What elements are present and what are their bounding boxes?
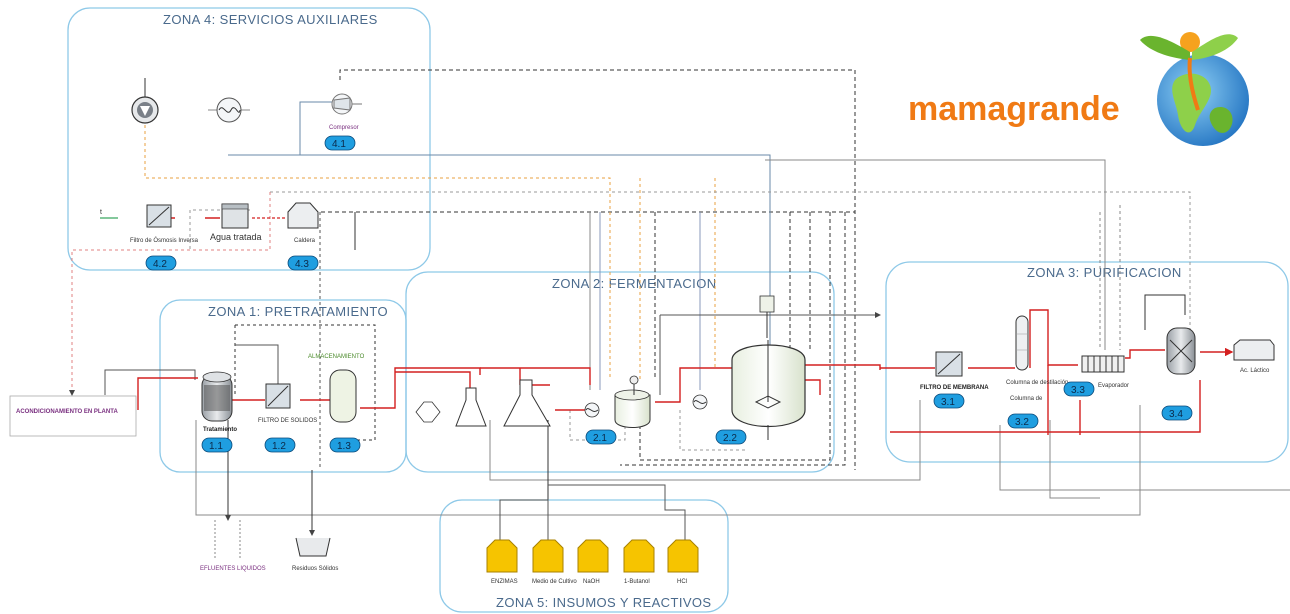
evaporador-label: Evaporador: [1098, 383, 1129, 389]
reactor-icon: [615, 376, 650, 428]
badge-3-2: 3.2: [1008, 414, 1038, 428]
flask-icon: [504, 380, 550, 426]
heat-exchanger-icon: [693, 395, 707, 409]
tank-icon: [330, 370, 356, 422]
tank-icon: [624, 540, 654, 572]
svg-text:2.1: 2.1: [593, 433, 607, 444]
residuos-label: Residuos Sólidos: [292, 566, 338, 572]
badge-2-1: 2.1: [586, 430, 616, 444]
badge-3-3: 3.3: [1064, 382, 1094, 396]
svg-text:1.3: 1.3: [337, 441, 351, 452]
zone-4-box: [68, 8, 430, 270]
filtro-membrana-label: FILTRO DE MEMBRANA: [920, 385, 989, 391]
svg-text:3.2: 3.2: [1015, 417, 1029, 428]
zone-5-title: ZONA 5: INSUMOS Y REACTIVOS: [496, 595, 711, 610]
filter-icon: [266, 384, 290, 408]
flask-icon: [456, 388, 486, 426]
column-icon: [1016, 316, 1028, 370]
columna-de-label: Columna de: [1010, 396, 1043, 402]
zone-1-title: ZONA 1: PRETRATAMIENTO: [208, 304, 388, 319]
acondicionamiento-label: ACONDICIONAMIENTO EN PLANTA: [16, 409, 118, 415]
tanks-zone-5: [487, 540, 698, 572]
tank-icon: [487, 540, 517, 572]
enzimas-label: ENZIMAS: [491, 579, 518, 585]
globe-logo-icon: [1140, 32, 1249, 146]
waste-container-icon: [296, 538, 330, 556]
heat-exchanger-icon: [208, 98, 250, 122]
filtro-solidos-label: FILTRO DE SOLIDOS: [258, 418, 317, 424]
almacenamiento-label: ALMACENAMIENTO: [308, 354, 365, 360]
badge-4-3: 4.3: [288, 256, 318, 270]
badge-1-3: 1.3: [330, 438, 360, 452]
svg-text:3.3: 3.3: [1071, 385, 1085, 396]
svg-text:4.2: 4.2: [153, 259, 167, 270]
svg-text:3.4: 3.4: [1169, 409, 1183, 420]
svg-text:1.1: 1.1: [209, 441, 223, 452]
badge-1-2: 1.2: [265, 438, 295, 452]
compressor-icon: [332, 94, 362, 114]
boiler-icon: [288, 203, 318, 228]
badge-4-1: 4.1: [325, 136, 355, 150]
svg-text:4.1: 4.1: [332, 139, 346, 150]
hcl-label: HCl: [677, 579, 687, 585]
badge-2-2: 2.2: [716, 430, 746, 444]
badge-3-4: 3.4: [1162, 406, 1192, 420]
reactor-icon: [202, 372, 232, 421]
pump-icon: [132, 78, 158, 123]
fermenter-icon: [732, 296, 805, 440]
tank-icon: [578, 540, 608, 572]
svg-text:4.3: 4.3: [295, 259, 309, 270]
zone-3-title: ZONA 3: PURIFICACION: [1027, 265, 1182, 280]
caldera-label: Caldera: [294, 238, 316, 244]
logo-text: mamagrande: [908, 90, 1120, 128]
compresor-label: Compresor: [329, 125, 359, 131]
evaporator-icon: [1082, 356, 1124, 372]
badges: 1.1 1.2 1.3 2.1 2.2 3.1 3.2 3.3 3.4 4.1 …: [146, 136, 1192, 452]
medio-cultivo-label: Medio de Cultivo: [532, 579, 577, 585]
acondicionamiento-box: [10, 396, 136, 436]
tank-icon: [222, 204, 248, 228]
tratamiento-label: Tratamiento: [203, 427, 237, 433]
heat-exchanger-icon: [585, 403, 599, 417]
badge-1-1: 1.1: [202, 438, 232, 452]
butanol-label: 1-Butanol: [624, 579, 650, 585]
filter-icon: [936, 352, 962, 376]
badge-3-1: 3.1: [934, 394, 964, 408]
zone-2-title: ZONA 2: FERMENTACION: [552, 276, 717, 291]
mixer-icon: [416, 402, 440, 422]
zone-4-title: ZONA 4: SERVICIOS AUXILIARES: [163, 12, 378, 27]
naoh-label: NaOH: [583, 579, 600, 585]
brand-logo: mamagrande: [908, 32, 1249, 146]
storage-tank-icon: [1234, 340, 1274, 360]
water-inlet-marker: t: [100, 209, 102, 216]
svg-text:2.2: 2.2: [723, 433, 737, 444]
filter-icon: [147, 205, 171, 227]
svg-text:3.1: 3.1: [941, 397, 955, 408]
efluentes-label: EFLUENTES LIQUIDOS: [200, 566, 266, 572]
filtro-osmosis-label: Filtro de Ósmosis Inversa: [130, 237, 199, 244]
reactor-icon: [1167, 328, 1195, 374]
tank-icon: [533, 540, 563, 572]
svg-text:1.2: 1.2: [272, 441, 286, 452]
process-lines: [138, 218, 1232, 435]
badge-4-2: 4.2: [146, 256, 176, 270]
acido-lactico-label: Ac. Láctico: [1240, 368, 1270, 374]
tank-icon: [668, 540, 698, 572]
agua-tratada-label: Agua tratada: [210, 232, 262, 242]
columna-destilacion-label: Columna de destilación: [1006, 380, 1068, 386]
